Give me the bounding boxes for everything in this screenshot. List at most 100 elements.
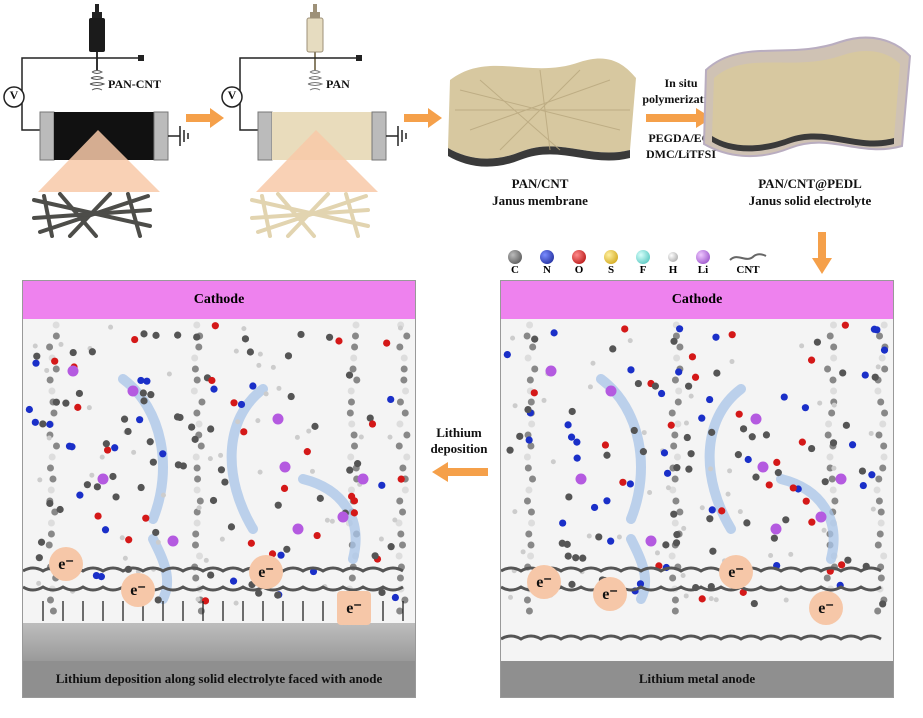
atom [52, 398, 60, 406]
electron-badge: e⁻ [719, 555, 753, 589]
needle1-label: PAN-CNT [108, 77, 162, 91]
atom [780, 393, 788, 401]
lithium-ion [357, 473, 369, 485]
chain-atom [399, 508, 407, 516]
atom [131, 335, 139, 344]
chain-atom [676, 508, 684, 516]
atom [729, 359, 735, 365]
chain-atom [397, 530, 405, 538]
legend-item-cnt: CNT [728, 250, 768, 276]
chain-atom [403, 431, 411, 439]
atom [734, 451, 742, 459]
atom [227, 523, 236, 531]
atom [595, 533, 603, 541]
atom [280, 484, 289, 493]
chain-atom [400, 376, 408, 384]
atom [229, 577, 238, 585]
chain-atom [824, 431, 832, 439]
atom [235, 419, 241, 425]
atom [335, 337, 343, 345]
atom [808, 444, 816, 453]
atom [848, 441, 857, 449]
atom [155, 539, 161, 545]
atom [31, 418, 39, 426]
lithium-ion [67, 365, 79, 377]
atom [673, 464, 681, 472]
oxygen-atom-icon [572, 250, 586, 264]
atom [743, 519, 751, 527]
atom [871, 373, 879, 381]
atom [25, 405, 33, 414]
janus-membrane [448, 58, 636, 167]
atom [768, 552, 774, 558]
atom [46, 420, 54, 428]
atom [807, 356, 816, 364]
atom [37, 538, 46, 546]
chain-atom [46, 464, 54, 472]
atom [550, 459, 556, 465]
atom [681, 525, 687, 531]
atom [667, 421, 675, 429]
atom [748, 433, 756, 441]
chain-atom [525, 530, 533, 538]
atom [801, 404, 810, 412]
chain-atom [523, 596, 531, 604]
atom [102, 440, 110, 448]
atom [316, 494, 324, 502]
chain-atom [826, 332, 834, 340]
atom [839, 369, 847, 377]
atom [880, 346, 889, 354]
lithium-ion [815, 511, 827, 523]
lithium-ion [605, 385, 617, 397]
atom [842, 421, 850, 429]
chain-atom [880, 321, 888, 329]
atom [119, 535, 125, 541]
atom [309, 468, 315, 474]
atom [788, 551, 794, 557]
atom [510, 335, 516, 341]
process-line-3: PEGDA/EC/ [648, 131, 714, 145]
electrospin-setup-2 [221, 4, 407, 238]
atom [586, 533, 592, 539]
chain-atom [190, 387, 198, 395]
chain-atom [195, 343, 203, 351]
atom [737, 509, 743, 515]
atom [739, 588, 747, 596]
atom [65, 442, 74, 450]
chain-atom [348, 574, 356, 582]
chain-atom [528, 420, 536, 428]
atom [211, 322, 219, 330]
atom [691, 373, 700, 381]
atom [675, 368, 683, 376]
atom [125, 536, 133, 544]
chain-atom [396, 398, 404, 406]
chain-atom [529, 343, 537, 351]
atom [112, 493, 120, 501]
atom [51, 357, 59, 365]
chain-atom [347, 453, 355, 461]
atom [573, 438, 581, 446]
atom [294, 434, 300, 440]
atom [207, 425, 215, 433]
atom [765, 481, 773, 489]
atom [821, 527, 827, 533]
chain-atom [676, 343, 684, 351]
atom [762, 431, 771, 439]
chain-atom [195, 420, 203, 428]
atom [789, 484, 797, 492]
atom [188, 423, 196, 431]
atom [831, 402, 837, 408]
right-molecule-field [501, 321, 889, 641]
atom [241, 335, 250, 343]
chain-atom [402, 387, 410, 395]
atom [387, 434, 393, 440]
atom [58, 341, 64, 347]
chain-atom [47, 486, 55, 494]
atom [530, 389, 538, 397]
right-cathode: Cathode [501, 281, 893, 319]
atom [708, 596, 714, 602]
chain-atom [396, 497, 404, 505]
atom [203, 557, 209, 563]
atom [870, 506, 876, 512]
atom [263, 391, 269, 397]
